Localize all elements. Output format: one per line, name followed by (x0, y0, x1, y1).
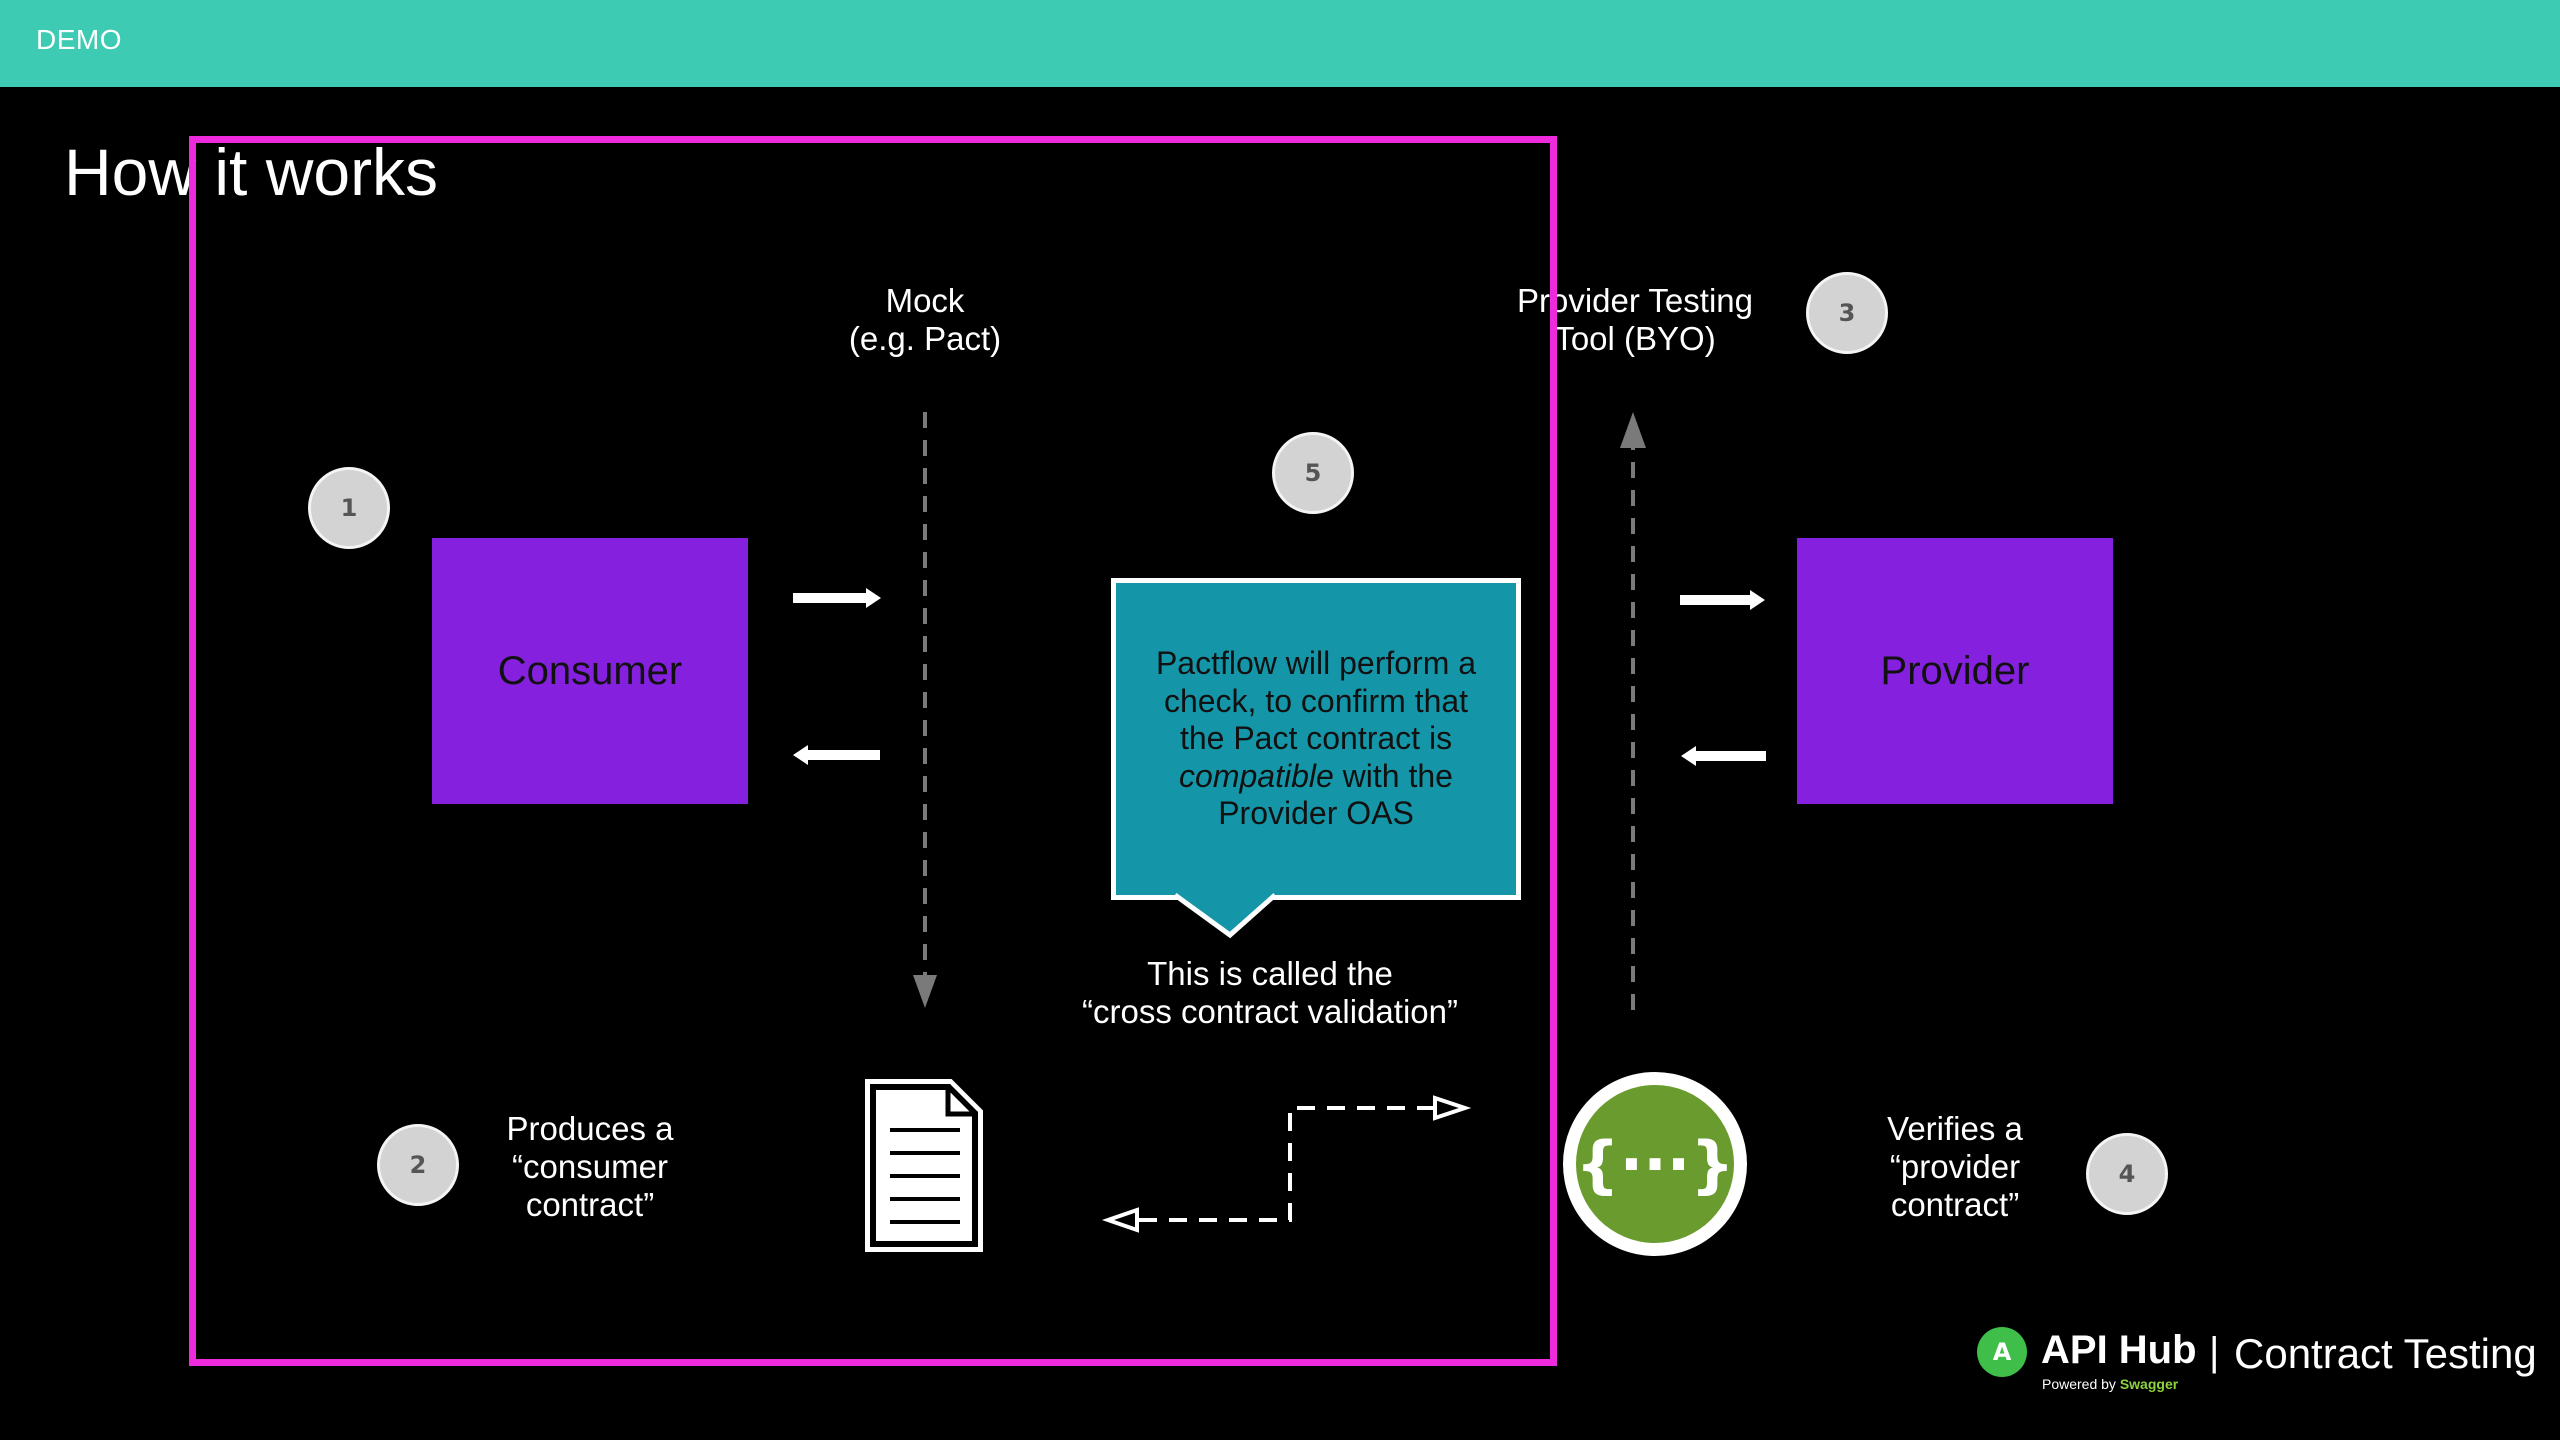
validation-callout: Pactflow will perform a check, to confir… (1111, 578, 1521, 900)
provider-tool-label-line1: Provider Testing (1516, 282, 1753, 319)
validation-arrowhead-right (1433, 1095, 1472, 1121)
cross-validation-label: This is called the “cross contract valid… (1060, 955, 1480, 1031)
brand-name: API Hub (2041, 1328, 2197, 1372)
powered-brand: Swagger (2119, 1376, 2179, 1392)
swagger-logo: {···} (1563, 1072, 1747, 1256)
cross-validation-line1: This is called the (1147, 955, 1393, 992)
step-badge-2: 2 (377, 1124, 459, 1206)
mock-arrowhead (913, 975, 937, 1008)
mock-label-line1: Mock (885, 282, 965, 319)
step-badge-1: 1 (308, 467, 390, 549)
callout-italic: compatible (1179, 757, 1334, 794)
callout-line4: compatible with the (1156, 758, 1476, 795)
provider-response-head (1681, 746, 1696, 766)
produces-label: Produces a “consumer contract” (465, 1110, 715, 1224)
validation-connector (1130, 1106, 1435, 1222)
callout-line5: Provider OAS (1218, 795, 1414, 832)
callout-line1: Pactflow will perform a (1155, 645, 1477, 682)
callout-tail (1175, 893, 1277, 939)
provider-box: Provider (1797, 538, 2113, 804)
brand-product: Contract Testing (2234, 1330, 2537, 1377)
step-badge-5: 5 (1272, 432, 1354, 514)
produces-line2: “consumer (512, 1147, 668, 1185)
page-title: How it works (64, 135, 439, 209)
mock-label-line2: (e.g. Pact) (848, 319, 1002, 357)
provider-arrowhead (1620, 412, 1646, 448)
verifies-label: Verifies a “provider contract” (1830, 1110, 2080, 1224)
provider-request-head (1750, 590, 1765, 610)
validation-arrowhead-left (1101, 1207, 1139, 1233)
provider-label: Provider (1880, 648, 2030, 693)
brand-powered-by: Powered by Swagger (2042, 1376, 2178, 1392)
callout-line2: check, to confirm that (1163, 682, 1469, 719)
brand-separator: | (2209, 1330, 2220, 1374)
consumer-label: Consumer (497, 648, 683, 693)
document-icon (863, 1077, 985, 1254)
step-badge-3: 3 (1806, 272, 1888, 354)
step-badge-4: 4 (2086, 1133, 2168, 1215)
produces-line3: contract” (525, 1185, 655, 1223)
consumer-request-head (866, 588, 881, 608)
verifies-line1: Verifies a (1887, 1110, 2023, 1147)
cross-validation-line2: “cross contract validation” (1082, 992, 1458, 1030)
swagger-braces-icon: {···} (1576, 1085, 1734, 1243)
consumer-box: Consumer (432, 538, 748, 804)
callout-line3: the Pact contract is (1179, 720, 1453, 757)
produces-line1: Produces a (506, 1110, 674, 1147)
provider-tool-label-line2: Tool (BYO) (1554, 319, 1716, 357)
verifies-line2: “provider (1889, 1147, 2021, 1185)
powered-prefix: Powered by (2042, 1376, 2120, 1392)
api-hub-logo-icon: A (1977, 1327, 2027, 1377)
top-bar (0, 0, 2560, 87)
provider-tool-label: Provider Testing Tool (BYO) (1475, 282, 1795, 358)
mock-label: Mock (e.g. Pact) (800, 282, 1050, 358)
verifies-line3: contract” (1890, 1185, 2020, 1223)
callout-line4-rest: with the (1333, 757, 1453, 794)
consumer-response-head (793, 745, 808, 765)
demo-label: DEMO (36, 24, 122, 55)
